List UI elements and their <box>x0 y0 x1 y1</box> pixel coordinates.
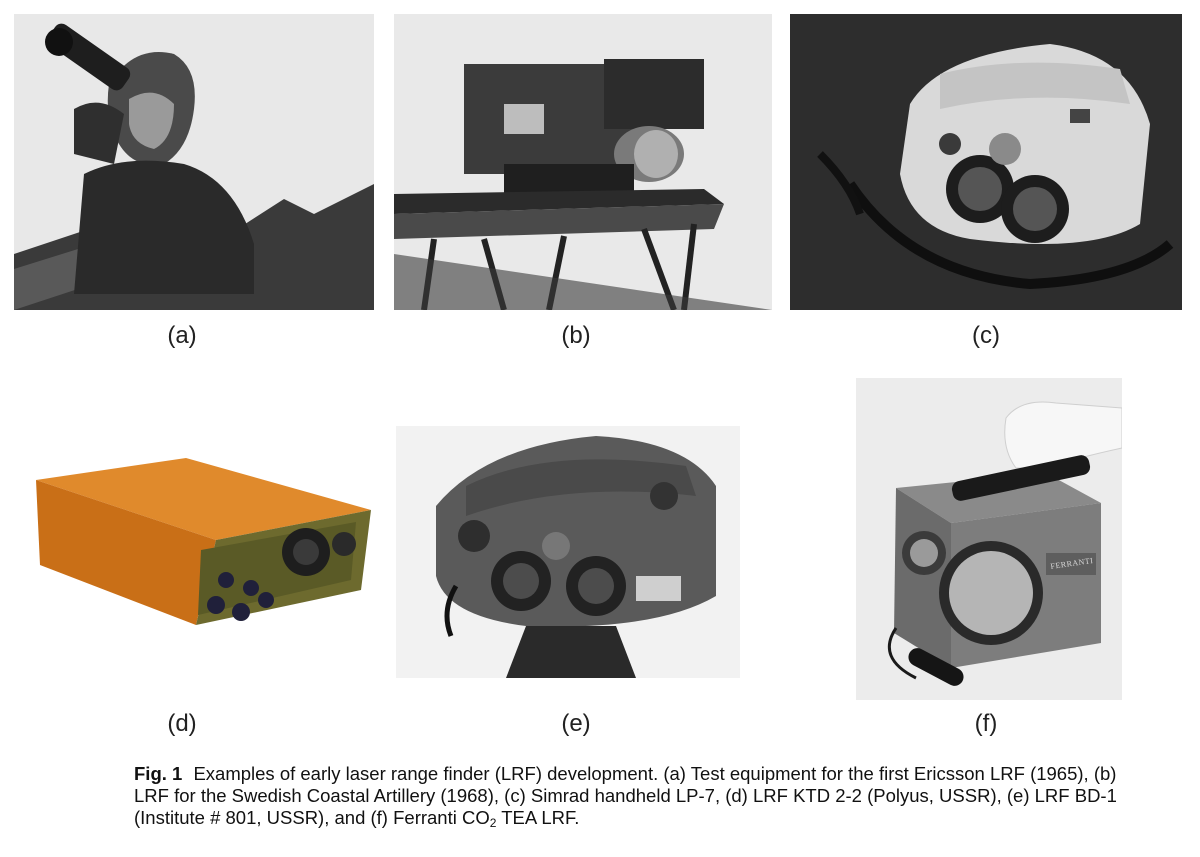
caption-text: Examples of early laser range finder (LR… <box>134 763 1117 828</box>
photo-panel-b <box>394 14 772 310</box>
ktd-2-2-lrf-photo <box>26 440 372 640</box>
figure-number: Fig. 1 <box>134 763 183 784</box>
bd-1-lrf-photo <box>396 426 740 678</box>
caption-subscript: 2 <box>489 816 497 830</box>
photo-panel-c <box>790 14 1182 310</box>
photo-panel-f: FERRANTI <box>856 378 1122 700</box>
coastal-artillery-lrf-photo <box>394 14 772 310</box>
figure-caption: Fig. 1 Examples of early laser range fin… <box>134 763 1144 829</box>
panel-label-c: (c) <box>972 322 1000 349</box>
simrad-lp7-photo <box>790 14 1182 310</box>
panel-label-b: (b) <box>561 322 591 349</box>
panel-label-d: (d) <box>167 710 197 737</box>
soldier-with-laser-photo <box>14 14 374 310</box>
panel-label-a: (a) <box>167 322 197 349</box>
caption-text-end: TEA LRF. <box>496 807 580 828</box>
panel-label-e: (e) <box>561 710 591 737</box>
ferranti-co2-tea-lrf-photo <box>856 378 1122 700</box>
photo-panel-d <box>26 440 372 640</box>
photo-panel-a <box>14 14 374 310</box>
photo-panel-e <box>396 426 740 678</box>
panel-label-f: (f) <box>974 710 998 737</box>
